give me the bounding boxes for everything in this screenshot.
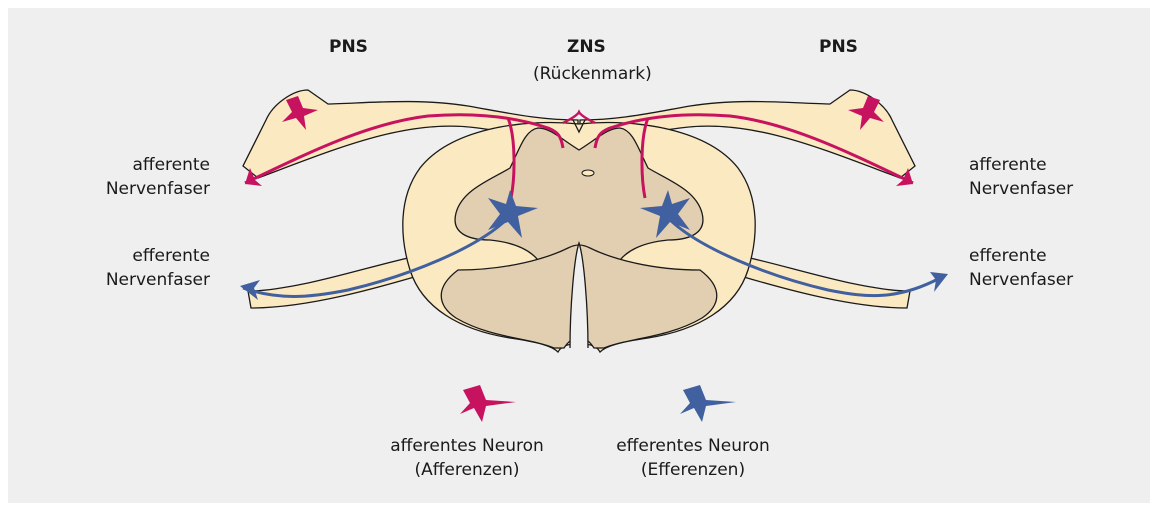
zns-label: ZNS xyxy=(567,36,606,58)
right-efferent-label-line1: efferente xyxy=(969,245,1047,267)
center-afferent-connector xyxy=(563,112,595,123)
legend-afferent-line1: afferentes Neuron xyxy=(372,435,562,457)
zns-sub-label: (Rückenmark) xyxy=(533,63,652,85)
legend-afferent-line2: (Afferenzen) xyxy=(372,459,562,481)
left-afferent-label-line2: Nervenfaser xyxy=(90,178,210,200)
legend-efferent-line2: (Efferenzen) xyxy=(598,459,788,481)
legend-efferent-line1: efferentes Neuron xyxy=(598,435,788,457)
diagram-canvas: PNS ZNS (Rückenmark) PNS afferente Nerve… xyxy=(8,8,1150,503)
pns-left-label: PNS xyxy=(329,36,368,58)
right-afferent-label-line2: Nervenfaser xyxy=(969,178,1073,200)
legend-efferent-star xyxy=(680,385,736,422)
central-canal xyxy=(582,170,594,176)
left-efferent-label-line2: Nervenfaser xyxy=(90,269,210,291)
right-afferent-label-line1: afferente xyxy=(969,154,1047,176)
left-efferent-label-line1: efferente xyxy=(100,245,210,267)
legend-afferent-star xyxy=(460,385,516,422)
left-afferent-label-line1: afferente xyxy=(100,154,210,176)
pns-right-label: PNS xyxy=(819,36,858,58)
right-efferent-label-line2: Nervenfaser xyxy=(969,269,1073,291)
